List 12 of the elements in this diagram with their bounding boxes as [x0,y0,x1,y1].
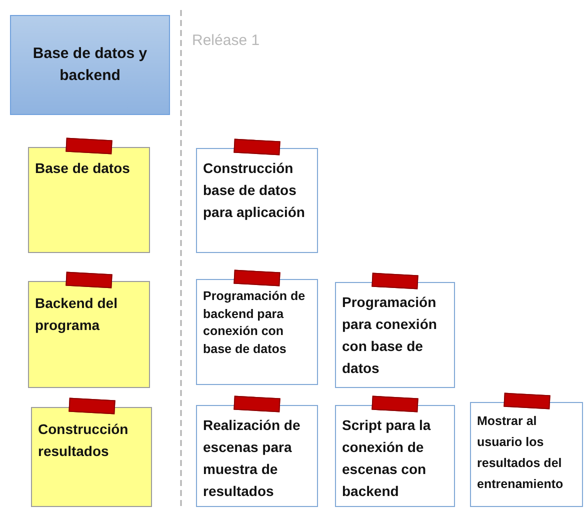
release-label: Reléase 1 [192,32,260,49]
card-text: Construcción base de datos para aplicación [203,159,306,222]
card-text: Programación de backend para conexión con base de datos [203,288,306,358]
card-text: Base de datos [35,159,131,178]
card-text: Construcción resultados [38,420,130,461]
card-text: Base de datos y backend [32,44,148,86]
epic-box [10,15,170,115]
card-text: Mostrar al usuario los resultados del entrenamiento [477,413,564,493]
card-text: Programación para conexión con base de datos [342,293,438,378]
card-text: Realización de escenas para muestra de resultados [203,416,302,501]
card-text: Script para la conexión de escenas con backend [342,416,432,501]
card-text: Backend del programa [35,294,118,335]
